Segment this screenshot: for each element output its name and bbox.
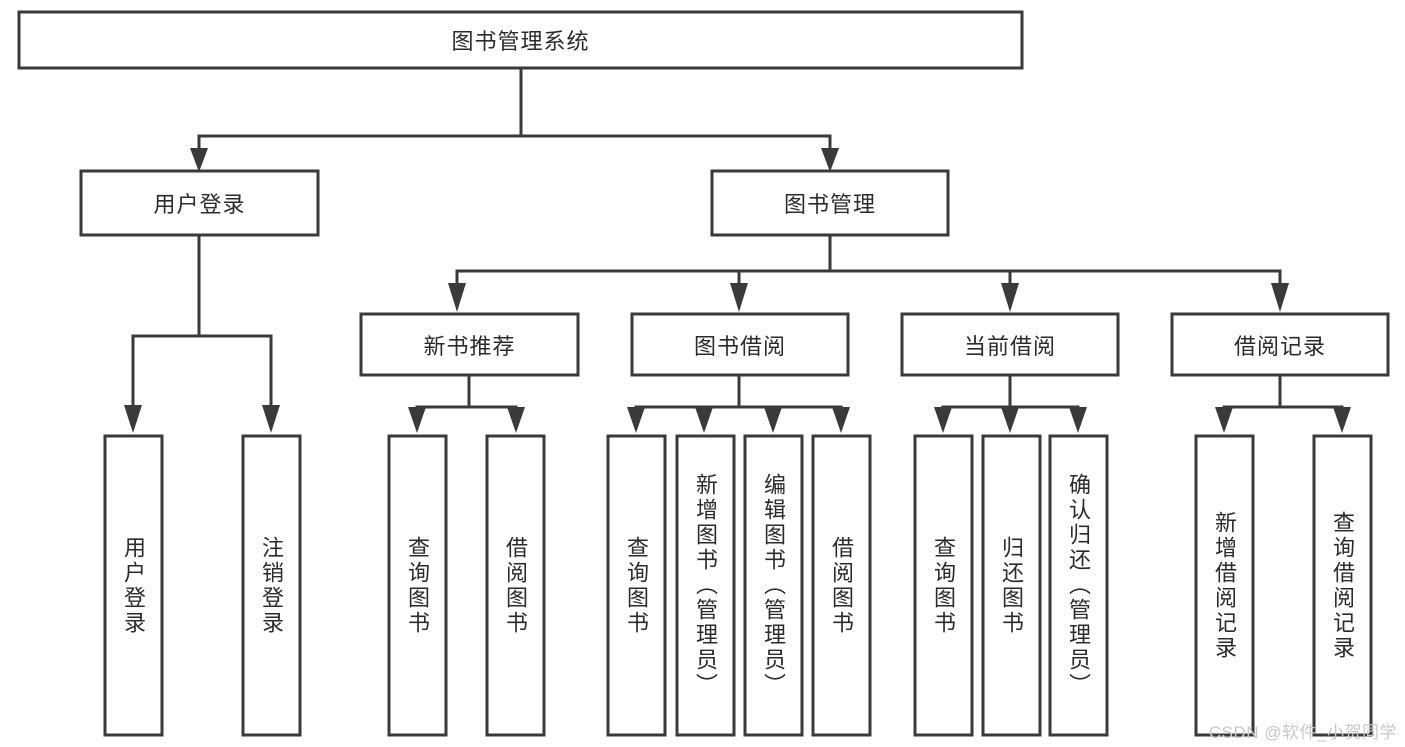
node-leaf-query-book-3-box[interactable] [913, 434, 974, 737]
arrow-head-user-login [190, 148, 208, 172]
node-leaf-query-book-1-box[interactable] [387, 434, 448, 737]
arrow-head-book-management [821, 148, 839, 172]
arrow-head-new-book-recommend [448, 283, 466, 312]
node-current-borrow-box[interactable] [900, 312, 1120, 377]
arrow-head-leaf-return-book [1001, 407, 1019, 433]
node-root-box[interactable] [17, 10, 1024, 70]
connector-book-management-to-level2 [448, 233, 1289, 312]
arrow-head-leaf-user-login [124, 405, 142, 433]
arrow-head-borrow-record [1271, 283, 1289, 312]
arrow-head-current-borrow [1001, 283, 1019, 312]
arrow-head-leaf-confirm-return [1069, 407, 1087, 433]
arrow-head-leaf-query-book-1 [408, 407, 426, 433]
node-leaf-query-book-2-box[interactable] [606, 434, 667, 737]
connector-book-borrow-to-leaves [627, 373, 850, 433]
watermark-text: CSDN @软件_小贺同学 [1208, 723, 1397, 742]
arrow-head-leaf-edit-book [764, 407, 782, 433]
connector-user-login-to-leaves [124, 233, 280, 433]
connector-new-book-recommend-to-leaves [408, 373, 525, 433]
arrow-head-leaf-query-record [1333, 407, 1351, 433]
arrow-head-leaf-user-logout [262, 405, 280, 433]
node-leaf-add-book-box[interactable] [675, 434, 736, 737]
node-book-management-box[interactable] [710, 169, 950, 237]
arrow-head-book-borrow [730, 283, 748, 312]
node-user-login-box[interactable] [79, 169, 320, 237]
node-leaf-borrow-book-1-box[interactable] [485, 434, 546, 737]
node-new-book-recommend-box[interactable] [359, 312, 580, 377]
arrow-head-leaf-borrow-book-1 [507, 407, 525, 433]
arrow-head-leaf-add-book [695, 407, 713, 433]
node-borrow-record-box[interactable] [1170, 312, 1390, 377]
connector-borrow-record-to-leaves [1215, 373, 1351, 433]
node-leaf-borrow-book-2-box[interactable] [811, 434, 872, 737]
connector-root-to-level1 [190, 66, 839, 172]
node-leaf-user-login-box[interactable] [103, 434, 164, 737]
node-book-borrow-box[interactable] [630, 312, 850, 377]
node-leaf-user-logout-box[interactable] [241, 434, 302, 737]
node-leaf-return-book-box[interactable] [981, 434, 1042, 737]
arrow-head-leaf-query-book-3 [934, 407, 952, 433]
arrow-head-leaf-add-record [1215, 407, 1233, 433]
node-leaf-query-record-box[interactable] [1312, 434, 1373, 737]
node-leaf-confirm-return-box[interactable] [1048, 434, 1109, 737]
arrow-head-leaf-query-book-2 [627, 407, 645, 433]
arrow-head-leaf-borrow-book-2 [832, 407, 850, 433]
node-leaf-add-record-box[interactable] [1194, 434, 1255, 737]
connector-current-borrow-to-leaves [934, 373, 1087, 433]
node-leaf-edit-book-box[interactable] [743, 434, 804, 737]
